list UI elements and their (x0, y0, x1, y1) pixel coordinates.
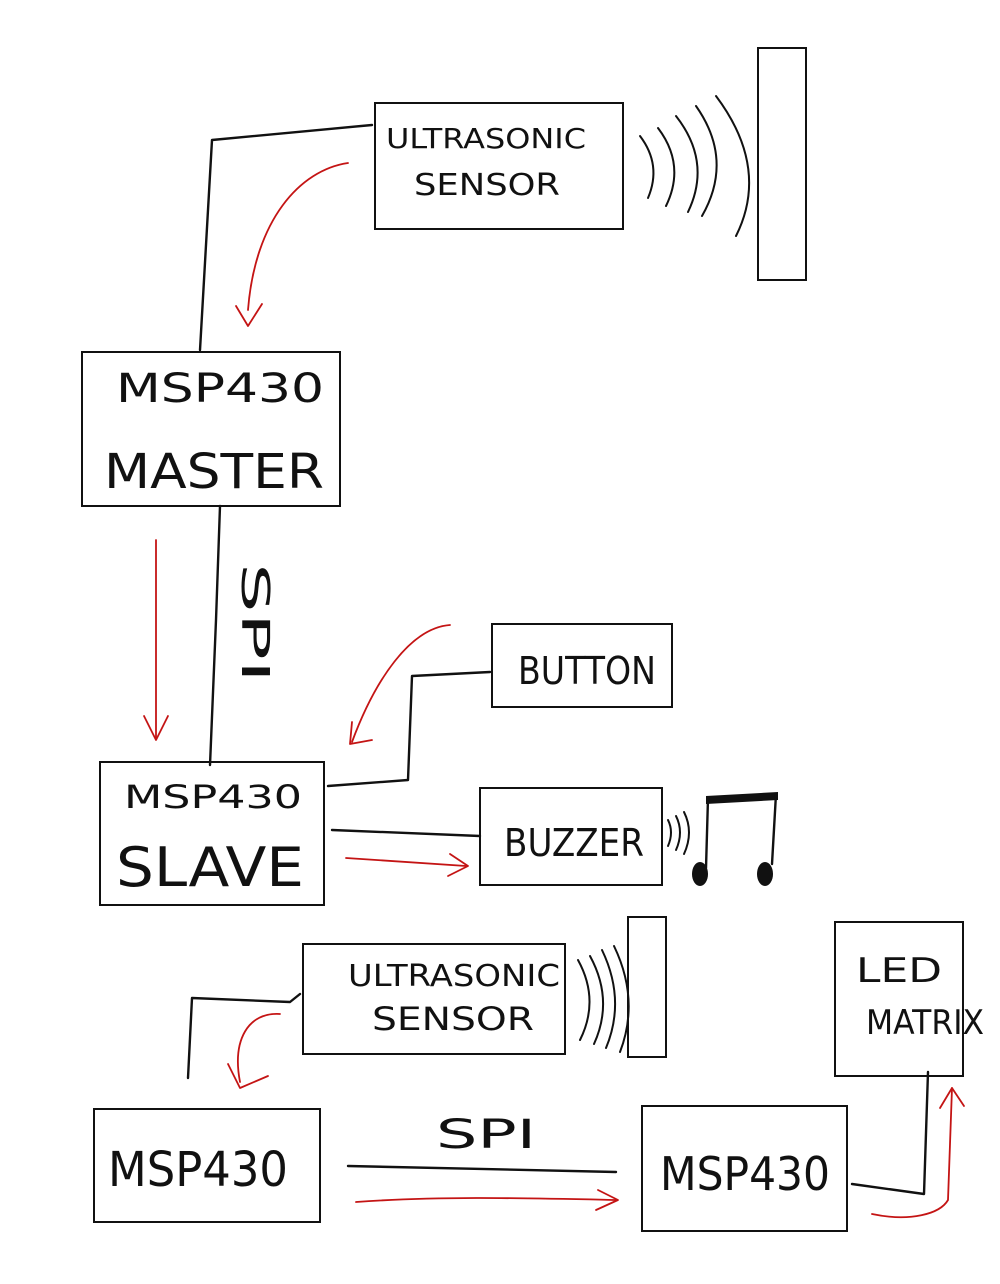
buzzer-block: BUZZER (479, 787, 663, 886)
button-to-slave-arrow (351, 624, 451, 743)
led-matrix-label-line2: MATRIX (866, 1003, 984, 1043)
sound-waves-icon (667, 811, 690, 855)
spi-label-bottom: SPI (436, 1112, 536, 1158)
ultrasonic-sensor-block-top: ULTRASONIC SENSOR (374, 102, 624, 230)
ultrasonic-sensor-bottom-label-line2: SENSOR (372, 1000, 534, 1038)
msp430-left-label: MSP430 (108, 1142, 288, 1198)
sound-waves-icon (639, 95, 751, 237)
sensor-to-master-arrowhead (235, 303, 263, 327)
mcu-to-mcu-arrowhead (595, 1189, 619, 1211)
msp430-right-label: MSP430 (660, 1147, 830, 1201)
ultrasonic-sensor-label-line2: SENSOR (414, 168, 560, 203)
mcu-to-led-arrow (871, 1087, 953, 1219)
msp430-master-block: MSP430 MASTER (81, 351, 341, 507)
mcu-to-led-arrowhead (939, 1087, 965, 1109)
spi-wire-bottom (346, 1164, 618, 1174)
mcu-to-led-wire (850, 1070, 930, 1196)
led-matrix-label-line1: LED (856, 951, 942, 991)
spi-label-top: SPI (233, 563, 277, 683)
sensor-to-master-wire (198, 123, 374, 352)
slave-to-buzzer-arrowhead (447, 853, 469, 877)
ultrasonic-sensor-block-bottom: ULTRASONIC SENSOR (302, 943, 566, 1055)
button-label: BUTTON (518, 649, 656, 693)
button-to-slave-wire (326, 670, 492, 788)
sound-waves-icon (577, 945, 630, 1053)
msp430-slave-block: MSP430 SLAVE (99, 761, 325, 906)
music-note-icon (692, 792, 778, 886)
slave-label-line1: MSP430 (124, 778, 302, 816)
button-to-slave-arrowhead (349, 721, 373, 745)
bottom-sensor-to-mcu-arrow (237, 1013, 281, 1083)
bottom-sensor-to-mcu-arrowhead (227, 1063, 269, 1089)
mcu-to-mcu-arrow (355, 1197, 617, 1203)
obstacle-wall-icon (627, 916, 667, 1058)
msp430-right-block: MSP430 (641, 1105, 848, 1232)
master-label-line1: MSP430 (116, 366, 324, 412)
sensor-to-master-arrow (247, 162, 349, 311)
buzzer-label: BUZZER (504, 821, 644, 865)
slave-label-line2: SLAVE (116, 836, 304, 899)
obstacle-wall-icon (757, 47, 807, 281)
ultrasonic-sensor-label-line1: ULTRASONIC (386, 122, 586, 155)
slave-to-buzzer-wire (330, 828, 482, 838)
spi-wire-top (208, 504, 222, 767)
master-to-slave-arrowhead (143, 715, 169, 741)
ultrasonic-sensor-bottom-label-line1: ULTRASONIC (348, 959, 560, 994)
master-label-line2: MASTER (104, 444, 324, 500)
slave-to-buzzer-arrow (345, 857, 467, 867)
led-matrix-block: LED MATRIX (834, 921, 984, 1077)
button-block: BUTTON (491, 623, 673, 708)
bottom-sensor-to-mcu-wire (186, 992, 302, 1080)
msp430-left-block: MSP430 (93, 1108, 321, 1223)
